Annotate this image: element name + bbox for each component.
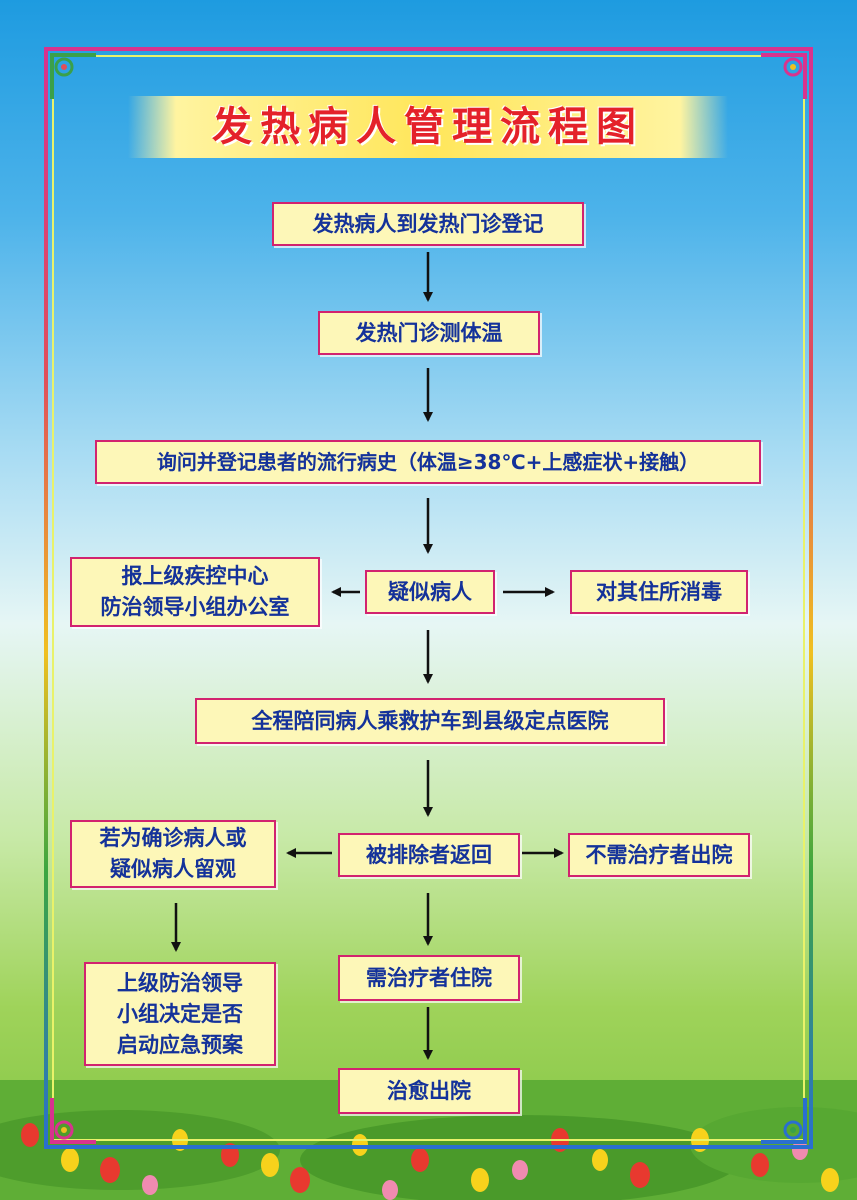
node-hospitalize: 需治疗者住院 — [338, 955, 520, 1001]
node-cured: 治愈出院 — [338, 1068, 520, 1114]
corner-ornament-icon — [50, 1098, 96, 1144]
node-observe: 若为确诊病人或 疑似病人留观 — [70, 820, 276, 888]
page-title: 发热病人管理流程图 — [212, 104, 644, 150]
node-suspected: 疑似病人 — [365, 570, 495, 614]
node-temperature: 发热门诊测体温 — [318, 311, 540, 355]
node-disinfect: 对其住所消毒 — [570, 570, 748, 614]
node-transfer: 全程陪同病人乘救护车到县级定点医院 — [195, 698, 665, 744]
title-highlight-band — [128, 96, 728, 158]
corner-ornament-icon — [761, 1098, 807, 1144]
node-emergency-plan: 上级防治领导 小组决定是否 启动应急预案 — [84, 962, 276, 1066]
corner-ornament-icon — [761, 53, 807, 99]
poster-inner-border — [52, 55, 805, 1141]
node-excluded: 被排除者返回 — [338, 833, 520, 877]
node-history: 询问并登记患者的流行病史（体温≥38℃+上感症状+接触） — [95, 440, 761, 484]
corner-ornament-icon — [50, 53, 96, 99]
node-register: 发热病人到发热门诊登记 — [272, 202, 584, 246]
node-report: 报上级疾控中心 防治领导小组办公室 — [70, 557, 320, 627]
node-discharge-no-treatment: 不需治疗者出院 — [568, 833, 750, 877]
